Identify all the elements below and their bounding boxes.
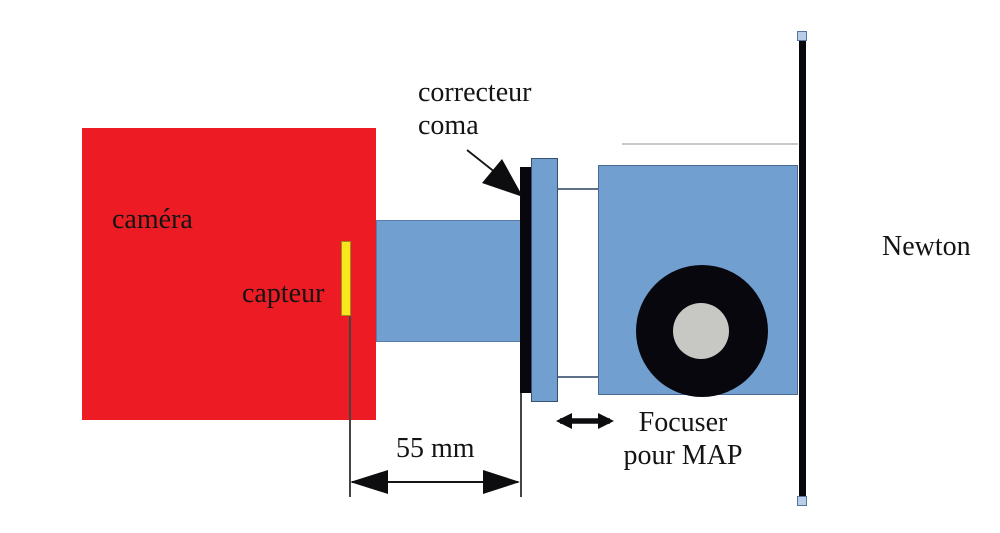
focuser-knob-inner-circle (673, 303, 729, 359)
camera-nose-tube (376, 220, 522, 342)
focuser-drawtube (531, 158, 558, 402)
focus-travel-arrowhead-right (598, 413, 614, 429)
line-handle-bottom (797, 496, 807, 506)
drawtube-connector-top-line (558, 188, 598, 190)
distance-dimension-arrow (350, 470, 520, 494)
newton-tube-wall-line (799, 35, 806, 503)
dimension-extension-line-left (349, 316, 351, 497)
corrector-label-line1: correcteur (418, 77, 532, 108)
focuser-label: Focuser pour MAP (601, 406, 765, 472)
focus-travel-arrow (556, 413, 614, 429)
focus-travel-arrowhead-left (556, 413, 572, 429)
dimension-arrowhead-left (350, 470, 388, 494)
sensor-strip (341, 241, 351, 316)
line-handle-top (797, 31, 807, 41)
corrector-label-line2: coma (418, 110, 479, 141)
focuser-label-line1: Focuser (638, 407, 728, 438)
distance-label: 55 mm (396, 433, 475, 464)
sensor-label: capteur (242, 278, 325, 309)
faint-guide-line (622, 143, 798, 145)
dimension-arrowhead-right (483, 470, 520, 494)
camera-label: caméra (112, 204, 193, 235)
dimension-extension-line-right (520, 393, 522, 497)
corrector-pointer-arrow (466, 149, 523, 197)
camera-box (82, 128, 376, 420)
corrector-pointer-arrow-shaft (466, 149, 497, 174)
corrector-label: correcteur coma (418, 76, 531, 142)
corrector-pointer-arrowhead (482, 159, 523, 197)
newton-label: Newton (882, 231, 971, 262)
focuser-label-line2: pour MAP (623, 440, 743, 471)
drawtube-connector-bottom-line (558, 376, 598, 378)
coma-corrector-bar (520, 167, 531, 393)
